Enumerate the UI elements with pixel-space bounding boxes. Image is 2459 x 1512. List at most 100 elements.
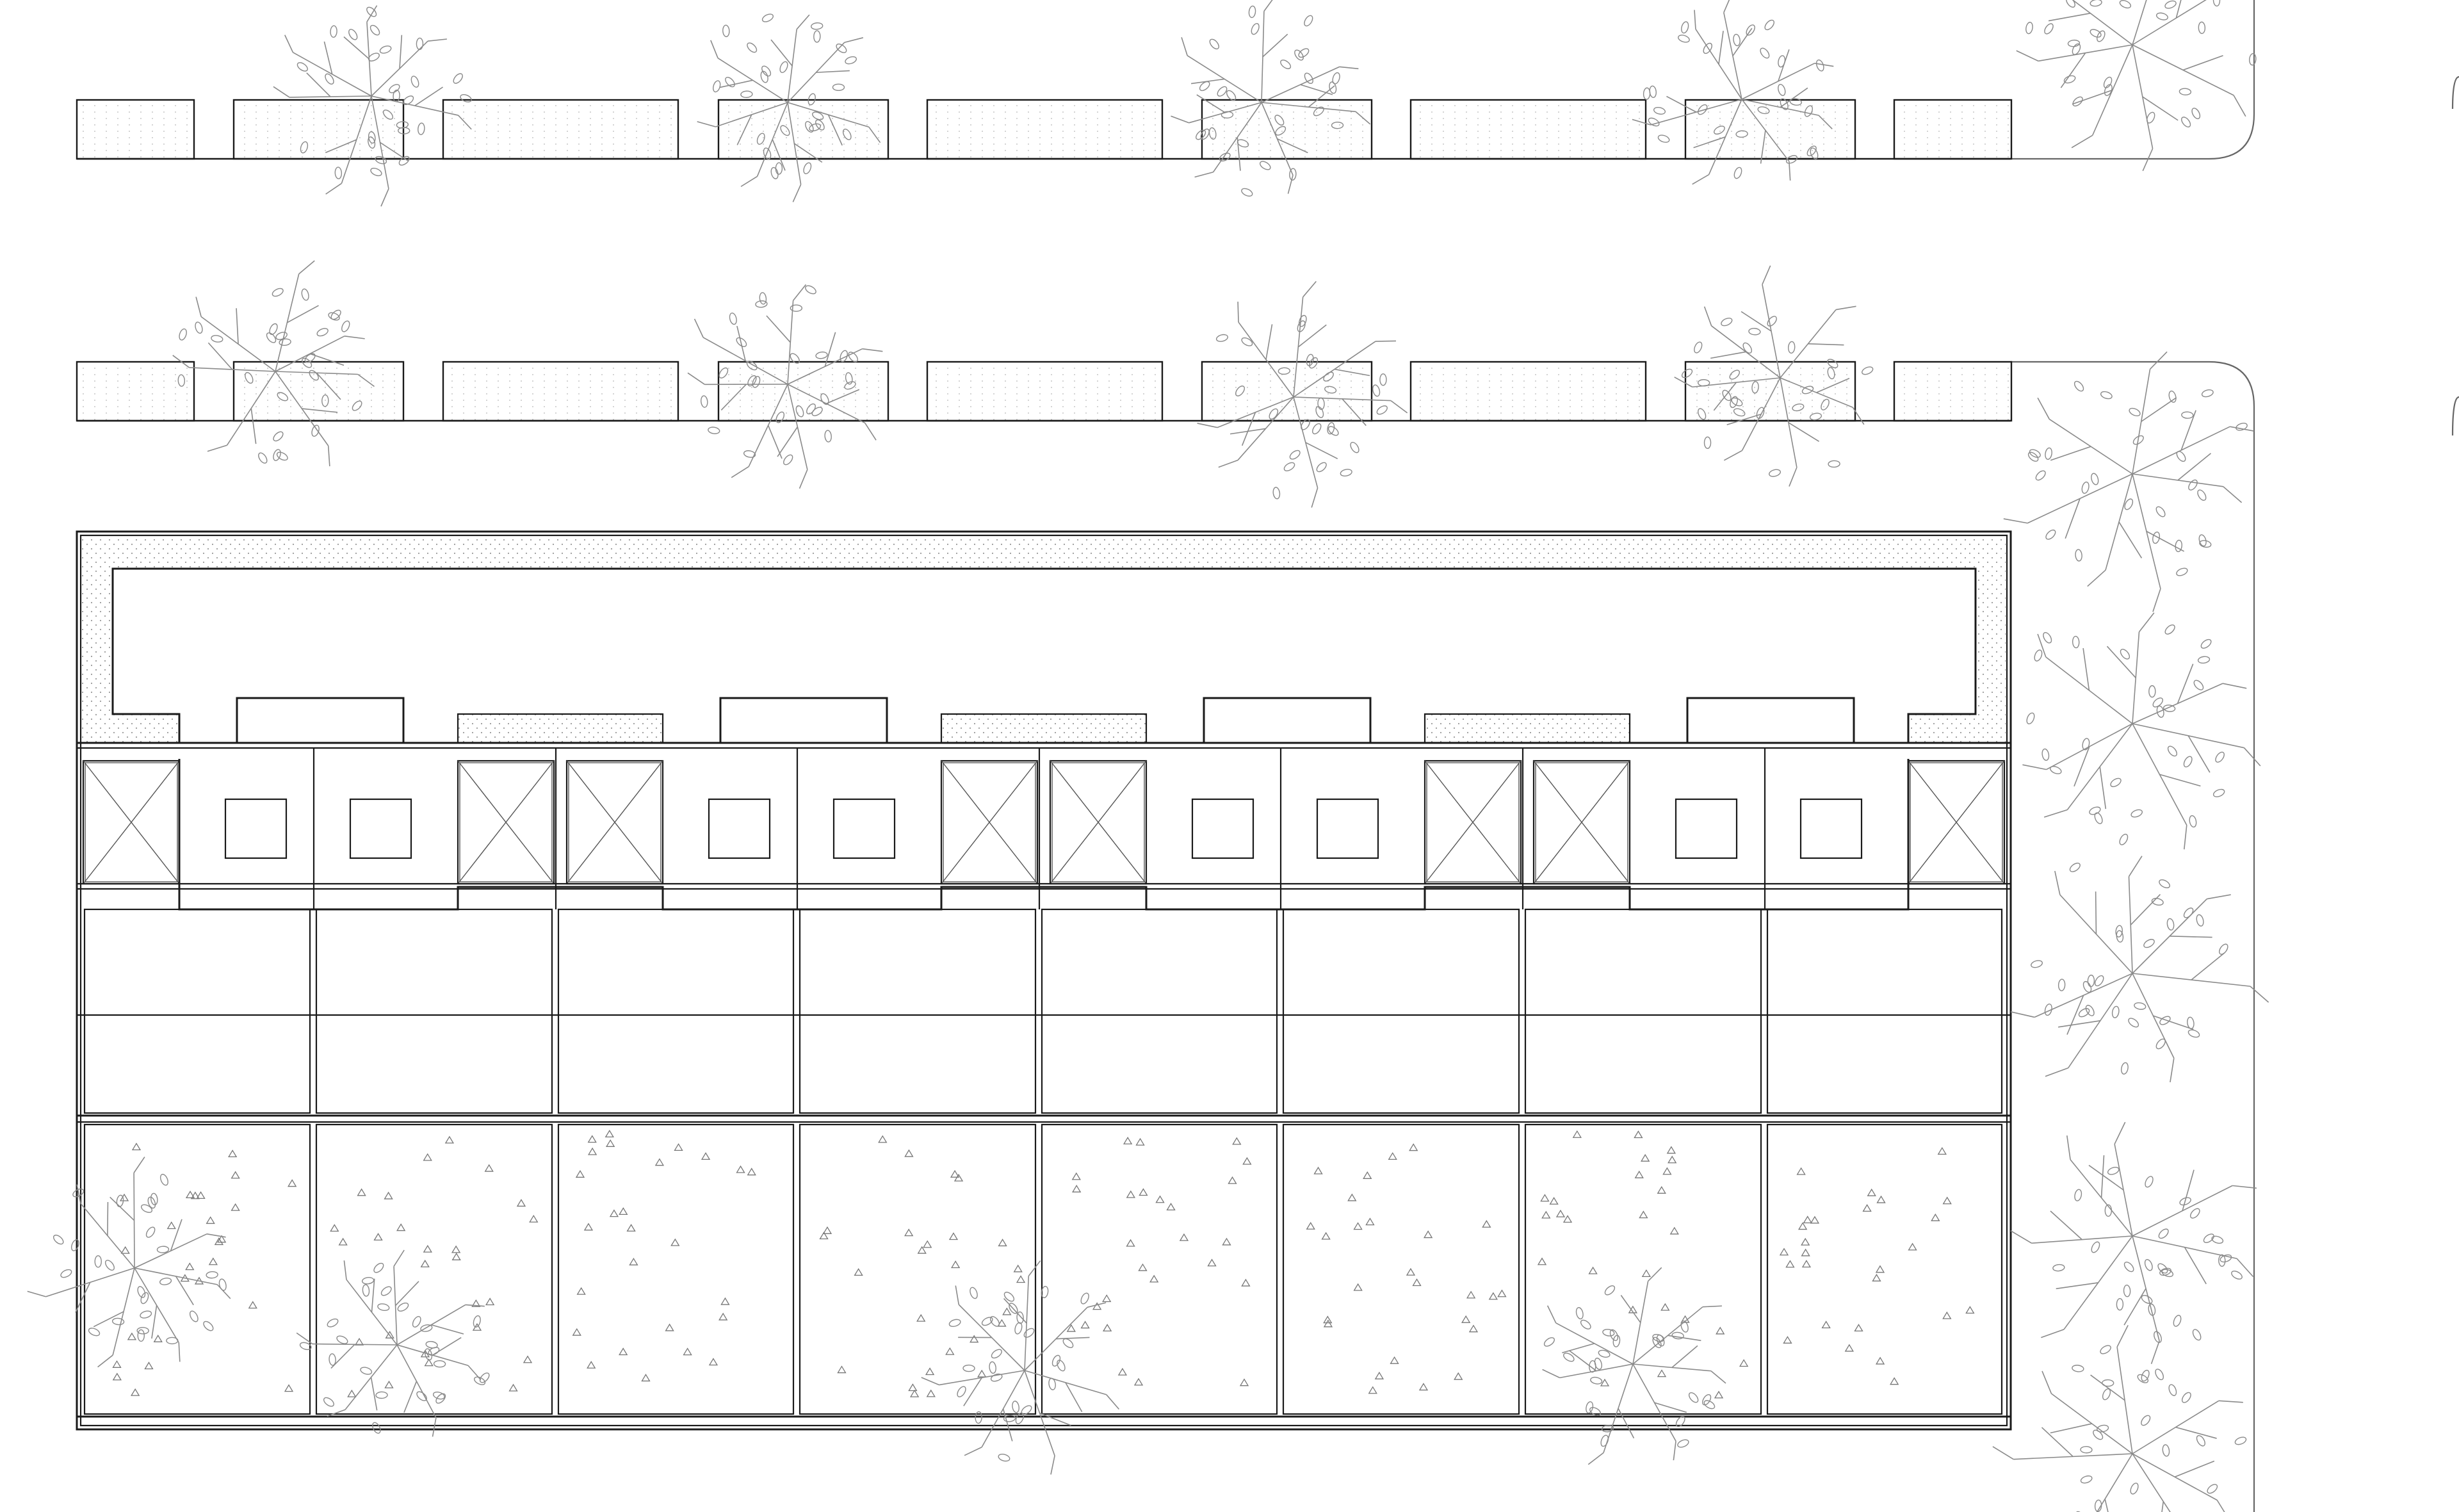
gravel-mark [119,1193,129,1201]
gravel-mark [1461,1315,1471,1323]
gravel-mark [1572,1130,1582,1138]
parking-north-planter [442,99,679,160]
parking-north-planter [1893,99,2013,160]
gravel-mark [910,1389,920,1397]
gravel-mark [451,1253,461,1260]
gravel-mark [1002,1307,1012,1315]
gravel-mark [131,1142,142,1151]
gravel-mark [654,1158,665,1166]
courtyard-cells [83,1123,2003,1415]
gravel-mark [1306,1221,1315,1230]
gravel-mark [587,1135,597,1143]
gravel-mark [854,1268,863,1276]
lightwell [1675,798,1738,859]
parking-south-planter [76,361,195,422]
gravel-mark [1785,1260,1795,1268]
gravel-mark [1409,1143,1418,1151]
tree-icon [273,5,472,207]
gravel-mark [1600,1378,1610,1386]
gravel-mark [1228,1176,1237,1184]
tree-icon [27,1157,231,1368]
parking-south-planter [442,361,679,422]
gravel-mark [923,1240,932,1248]
gravel-mark [908,1383,918,1392]
gravel-mark [373,1233,383,1241]
gravel-mark [208,1257,218,1265]
gravel-mark [127,1332,137,1340]
parking-north-planter [1201,99,1373,160]
gravel-mark [1406,1267,1416,1276]
stair-core [940,760,1039,885]
tree-icon [296,1249,490,1437]
roof-terrace-hatch [82,537,2006,743]
courtyard-cell [1041,1123,1278,1415]
gravel-mark [925,1367,935,1376]
gravel-mark [1388,1152,1397,1160]
tree-icon [1197,280,1408,508]
gravel-mark [196,1191,206,1199]
parking-south-planter [926,361,1164,422]
gravel-mark [384,1191,393,1199]
road-edge-north [2011,0,2255,160]
gravel-mark [1875,1356,1885,1365]
gravel-mark [1821,1321,1831,1329]
gravel-mark [216,1235,227,1243]
gravel-mark [1662,1167,1672,1175]
gravel-mark [1739,1359,1749,1367]
gravel-mark [1242,1157,1252,1165]
gravel-mark [970,1335,979,1343]
gravel-mark [954,1173,964,1182]
terrace-hatch-step [457,713,664,744]
gravel-mark [629,1257,638,1265]
road-edge-south [2011,361,2255,1512]
gravel-mark [347,1389,357,1397]
gravel-mark [998,1239,1007,1247]
gravel-mark [1080,1321,1090,1329]
gravel-mark [997,1319,1007,1327]
gravel-mark [1418,1383,1429,1391]
gravel-mark [1139,1188,1148,1196]
stair-core [1532,760,1631,885]
gravel-mark [1562,1215,1573,1223]
gravel-mark [1639,1210,1648,1219]
gravel-mark [1796,1167,1806,1175]
gravel-mark [665,1323,674,1331]
gravel-mark [1844,1344,1854,1352]
gravel-mark [1179,1233,1189,1241]
gravel-mark [609,1209,619,1217]
gravel-mark [206,1216,215,1224]
tree-icon [1542,1267,1726,1465]
gravel-mark [1937,1147,1947,1155]
gravel-mark [575,1170,585,1178]
unit-room [1041,908,1278,1114]
courtyard-cell [315,1123,553,1415]
parking-north-planter [1409,99,1647,160]
courtyard-cell [1766,1123,2003,1415]
parking-row-north [76,99,2013,160]
gravel-mark [1368,1386,1377,1394]
gravel-mark [1801,1237,1810,1246]
gravel-mark [1588,1266,1598,1274]
gravel-mark [354,1337,364,1345]
unit-room [83,908,311,1114]
lightwell [708,798,771,859]
gravel-mark [1222,1237,1231,1246]
gravel-mark [1854,1324,1863,1332]
tree-icon [172,260,375,467]
corridor-outline [178,759,1910,911]
gravel-mark [572,1328,581,1336]
gravel-mark [1876,1195,1886,1203]
unit-room [1524,908,1762,1114]
gravel-mark [1123,1137,1133,1144]
gravel-mark [1798,1222,1808,1230]
gravel-mark [1155,1195,1165,1203]
gravel-mark [1657,1186,1666,1194]
gravel-mark [1931,1213,1940,1221]
gravel-mark [384,1380,394,1388]
gravel-mark [1801,1260,1812,1268]
gravel-mark [747,1167,756,1176]
gravel-mark [708,1358,718,1366]
gravel-mark [508,1383,518,1392]
gravel-mark [641,1374,651,1382]
